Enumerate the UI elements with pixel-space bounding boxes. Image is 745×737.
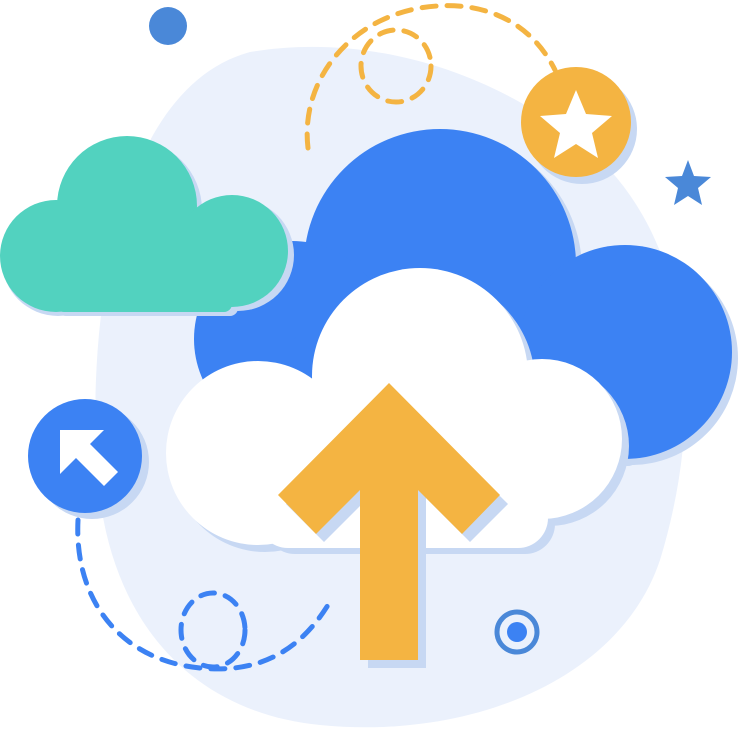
- arrow-badge: [28, 399, 149, 519]
- target-icon: [494, 609, 540, 655]
- dashed-trail-orange: [304, 3, 558, 151]
- star-icon: [540, 90, 612, 158]
- star-icon: [665, 160, 711, 205]
- decor-dot: [149, 7, 187, 45]
- arrow-up-left-icon: [60, 430, 118, 486]
- dashed-trail-blue: [75, 517, 331, 672]
- upload-arrow-icon: [278, 383, 500, 660]
- cloud-icon: [0, 136, 288, 312]
- star-badge: [521, 67, 637, 184]
